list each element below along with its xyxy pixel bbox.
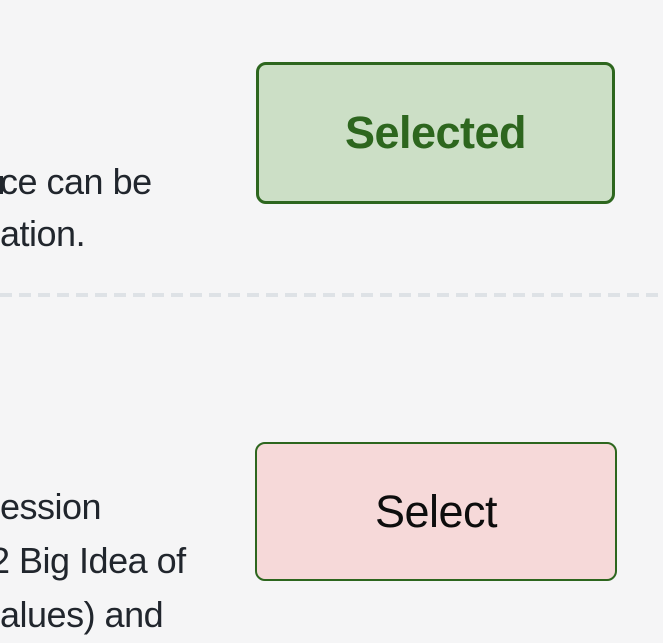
top-item-description: ce can be ation. [0, 156, 152, 260]
bottom-item-description: ession 2 Big Idea of alues) and [0, 480, 186, 642]
bottom-item-description-line-3: alues) and [0, 594, 164, 635]
clipped-letter-fragment [0, 176, 3, 194]
top-item-description-line-1: ce can be [0, 161, 152, 202]
select-button[interactable]: Select [255, 442, 617, 581]
selected-button[interactable]: Selected [256, 62, 615, 204]
top-item-description-line-2: ation. [0, 213, 86, 254]
bottom-item-description-line-1: ession [0, 486, 102, 527]
bottom-item-description-line-2: 2 Big Idea of [0, 540, 186, 581]
dashed-divider [0, 293, 663, 297]
